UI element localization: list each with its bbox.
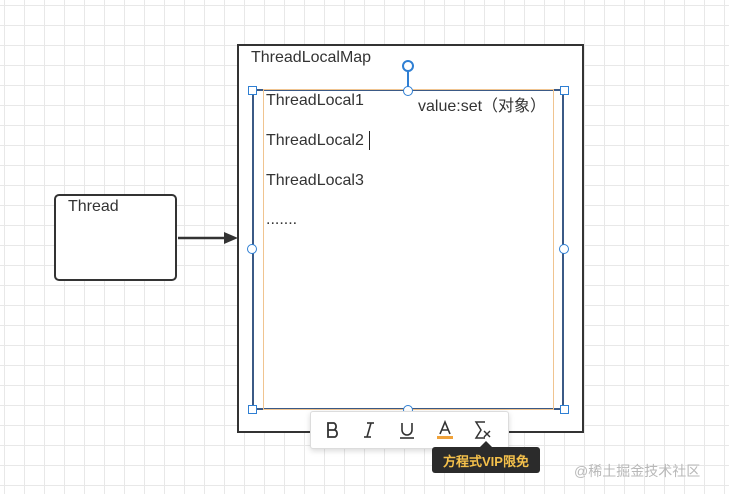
entry-threadlocal3: ThreadLocal3: [266, 172, 364, 189]
resize-handle-bottom-left[interactable]: [248, 405, 257, 414]
resize-handle-top-left[interactable]: [248, 86, 257, 95]
font-color-button[interactable]: [431, 416, 459, 444]
tooltip-arrow: [480, 441, 492, 447]
underline-button[interactable]: [393, 416, 421, 444]
thread-label: Thread: [68, 198, 119, 215]
bold-button[interactable]: [319, 416, 347, 444]
clear-format-button[interactable]: [468, 416, 496, 444]
value-label: value:set（对象）: [418, 98, 547, 115]
thread-node[interactable]: Thread: [54, 194, 177, 281]
threadlocalmap-node[interactable]: ThreadLocalMap: [237, 44, 584, 433]
vip-tooltip: 方程式VIP限免: [432, 447, 540, 473]
format-toolbar: [310, 411, 509, 449]
threadlocalmap-label: ThreadLocalMap: [251, 49, 372, 66]
clear-format-icon: [474, 421, 491, 439]
resize-handle-right[interactable]: [559, 244, 569, 254]
resize-handle-left[interactable]: [247, 244, 257, 254]
resize-handle-bottom-right[interactable]: [560, 405, 569, 414]
resize-handle-top[interactable]: [403, 86, 413, 96]
entry-threadlocal2: ThreadLocal2: [266, 132, 364, 149]
bold-icon: [327, 422, 338, 438]
watermark: @稀土掘金技术社区: [574, 463, 701, 479]
font-color-icon: [437, 420, 453, 439]
text-caret: [369, 131, 370, 150]
entry-threadlocal1: ThreadLocal1: [266, 92, 364, 109]
resize-handle-top-right[interactable]: [560, 86, 569, 95]
italic-icon: [364, 422, 374, 438]
rotate-handle[interactable]: [402, 60, 414, 72]
entry-ellipsis: .......: [266, 211, 298, 228]
underline-icon: [400, 423, 414, 439]
italic-button[interactable]: [355, 416, 383, 444]
rotation-stem: [407, 71, 409, 87]
